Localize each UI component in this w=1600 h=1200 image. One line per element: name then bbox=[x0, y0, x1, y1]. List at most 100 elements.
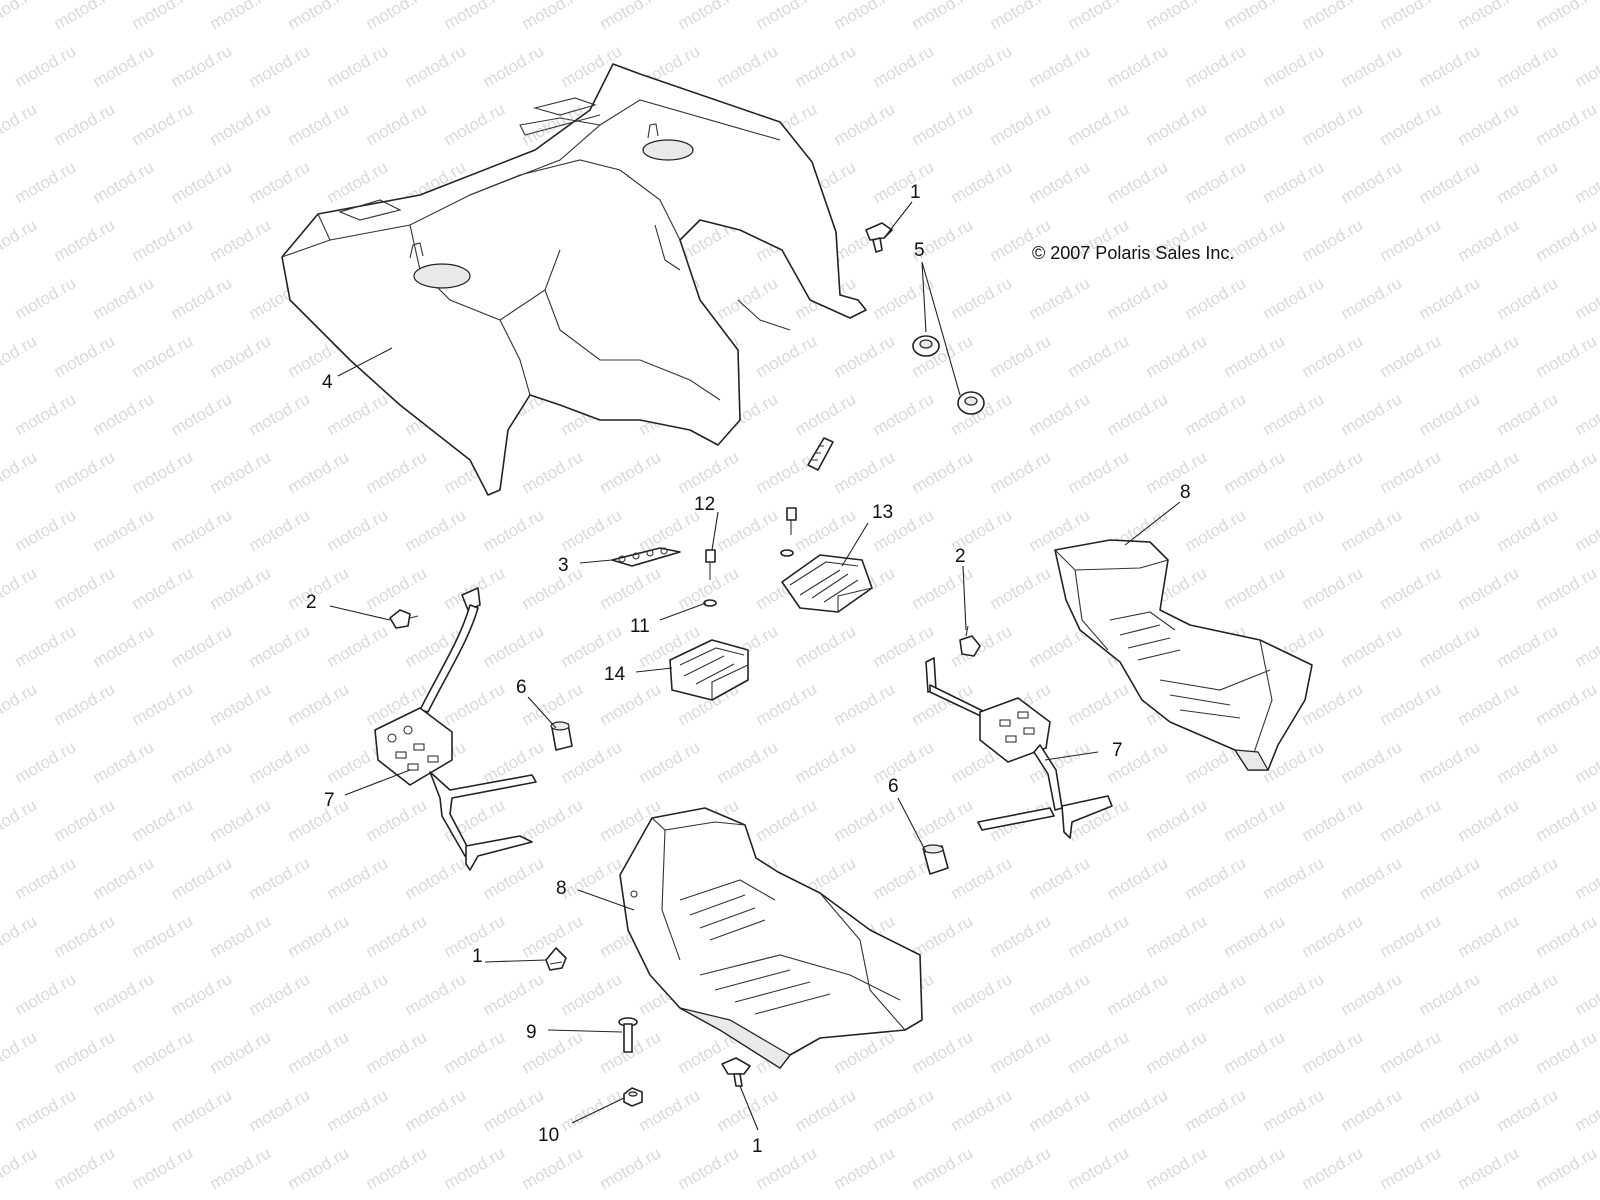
watermark-text: motod.ru bbox=[129, 911, 197, 961]
watermark-text: motod.ru bbox=[1377, 215, 1445, 265]
watermark-text: motod.ru bbox=[90, 621, 158, 671]
callout-3: 3 bbox=[558, 555, 569, 576]
watermark-text: motod.ru bbox=[597, 447, 665, 497]
callout-4: 4 bbox=[322, 372, 333, 393]
callout-2: 2 bbox=[306, 592, 317, 613]
watermark-text: motod.ru bbox=[1338, 157, 1406, 207]
watermark-text: motod.ru bbox=[246, 737, 314, 787]
watermark-text: motod.ru bbox=[1533, 99, 1600, 149]
watermark-text: motod.ru bbox=[324, 505, 392, 555]
watermark-text: motod.ru bbox=[285, 679, 353, 729]
watermark-text: motod.ru bbox=[207, 563, 275, 613]
watermark-text: motod.ru bbox=[1143, 331, 1211, 381]
watermark-text: motod.ru bbox=[519, 679, 587, 729]
watermark-text: motod.ru bbox=[51, 99, 119, 149]
watermark-text: motod.ru bbox=[441, 0, 509, 33]
watermark-text: motod.ru bbox=[51, 679, 119, 729]
watermark-text: motod.ru bbox=[1221, 795, 1289, 845]
watermark-text: motod.ru bbox=[246, 1085, 314, 1135]
watermark-text: motod.ru bbox=[207, 1143, 275, 1193]
watermark-text: motod.ru bbox=[753, 331, 821, 381]
watermark-text: motod.ru bbox=[12, 1085, 80, 1135]
watermark-text: motod.ru bbox=[597, 679, 665, 729]
callout-11: 11 bbox=[630, 616, 650, 637]
watermark-text: motod.ru bbox=[0, 0, 40, 33]
watermark-text: motod.ru bbox=[1494, 621, 1562, 671]
watermark-text: motod.ru bbox=[363, 1143, 431, 1193]
watermark-text: motod.ru bbox=[636, 737, 704, 787]
watermark-text: motod.ru bbox=[1572, 41, 1600, 91]
watermark-text: motod.ru bbox=[675, 1143, 743, 1193]
watermark-text: motod.ru bbox=[1065, 1143, 1133, 1193]
watermark-text: motod.ru bbox=[753, 679, 821, 729]
watermark-text: motod.ru bbox=[753, 447, 821, 497]
watermark-text: motod.ru bbox=[324, 41, 392, 91]
watermark-text: motod.ru bbox=[363, 795, 431, 845]
watermark-text: motod.ru bbox=[51, 1143, 119, 1193]
watermark-text: motod.ru bbox=[792, 1085, 860, 1135]
watermark-text: motod.ru bbox=[1104, 969, 1172, 1019]
watermark-text: motod.ru bbox=[753, 1143, 821, 1193]
watermark-text: motod.ru bbox=[1182, 389, 1250, 439]
watermark-text: motod.ru bbox=[207, 331, 275, 381]
watermark-text: motod.ru bbox=[90, 853, 158, 903]
watermark-text: motod.ru bbox=[987, 331, 1055, 381]
watermark-text: motod.ru bbox=[909, 447, 977, 497]
callout-13: 13 bbox=[872, 502, 893, 523]
watermark-text: motod.ru bbox=[1455, 99, 1523, 149]
watermark-text: motod.ru bbox=[1338, 273, 1406, 323]
watermark-text: motod.ru bbox=[519, 447, 587, 497]
watermark-text: motod.ru bbox=[1455, 215, 1523, 265]
watermark-text: motod.ru bbox=[207, 911, 275, 961]
watermark-text: motod.ru bbox=[870, 1085, 938, 1135]
watermark-text: motod.ru bbox=[1533, 911, 1600, 961]
watermark-text: motod.ru bbox=[1377, 0, 1445, 33]
watermark-text: motod.ru bbox=[51, 563, 119, 613]
watermark-text: motod.ru bbox=[129, 0, 197, 33]
watermark-text: motod.ru bbox=[1338, 853, 1406, 903]
watermark-text: motod.ru bbox=[90, 1085, 158, 1135]
rear-fender-part bbox=[281, 63, 867, 496]
bushing-right-part bbox=[922, 844, 949, 875]
watermark-text: motod.ru bbox=[324, 1085, 392, 1135]
watermark-text: motod.ru bbox=[1065, 447, 1133, 497]
watermark-text: motod.ru bbox=[1377, 447, 1445, 497]
grommet-part bbox=[912, 335, 985, 415]
watermark-text: motod.ru bbox=[480, 853, 548, 903]
watermark-text: motod.ru bbox=[1260, 853, 1328, 903]
watermark-text: motod.ru bbox=[441, 1143, 509, 1193]
watermark-text: motod.ru bbox=[948, 273, 1016, 323]
watermark-text: motod.ru bbox=[1065, 911, 1133, 961]
watermark-text: motod.ru bbox=[246, 969, 314, 1019]
watermark-text: motod.ru bbox=[909, 1143, 977, 1193]
watermark-text: motod.ru bbox=[1104, 41, 1172, 91]
screw-part bbox=[703, 507, 797, 607]
watermark-text: motod.ru bbox=[207, 99, 275, 149]
watermark-text: motod.ru bbox=[987, 99, 1055, 149]
watermark-text: motod.ru bbox=[987, 0, 1055, 33]
watermark-text: motod.ru bbox=[1572, 389, 1600, 439]
watermark-text: motod.ru bbox=[12, 737, 80, 787]
watermark-text: motod.ru bbox=[675, 0, 743, 33]
watermark-text: motod.ru bbox=[831, 679, 899, 729]
watermark-text: motod.ru bbox=[987, 447, 1055, 497]
footwell-top-right-part bbox=[1054, 539, 1313, 771]
watermark-text: motod.ru bbox=[168, 41, 236, 91]
watermark-text: motod.ru bbox=[987, 911, 1055, 961]
watermark-text: motod.ru bbox=[1299, 563, 1367, 613]
bolt-right-part bbox=[959, 625, 981, 657]
watermark-text: motod.ru bbox=[441, 1027, 509, 1077]
watermark-text: motod.ru bbox=[909, 563, 977, 613]
watermark-text: motod.ru bbox=[636, 1085, 704, 1135]
watermark-text: motod.ru bbox=[402, 505, 470, 555]
watermark-text: motod.ru bbox=[1494, 1085, 1562, 1135]
watermark-text: motod.ru bbox=[0, 563, 40, 613]
watermark-text: motod.ru bbox=[0, 1143, 40, 1193]
watermark-text: motod.ru bbox=[168, 273, 236, 323]
watermark-text: motod.ru bbox=[558, 969, 626, 1019]
watermark-text: motod.ru bbox=[1143, 99, 1211, 149]
watermark-text: motod.ru bbox=[1026, 1085, 1094, 1135]
callout-7: 7 bbox=[1112, 740, 1123, 761]
watermark-text: motod.ru bbox=[1377, 1143, 1445, 1193]
watermark-text: motod.ru bbox=[246, 621, 314, 671]
